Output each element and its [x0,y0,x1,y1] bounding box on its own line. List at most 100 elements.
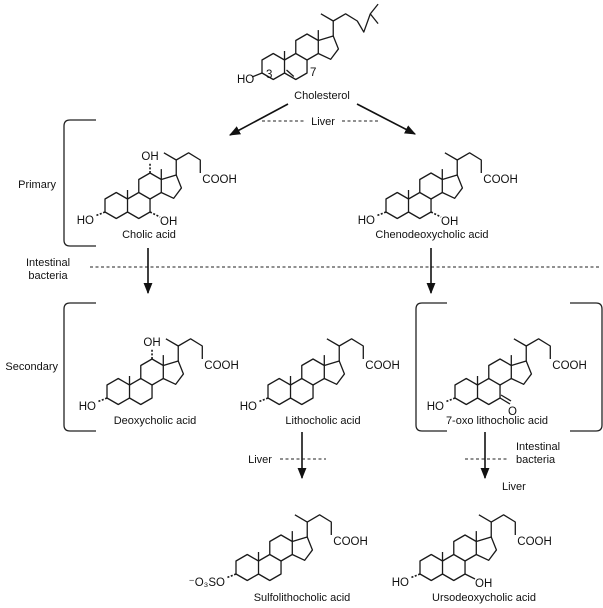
ursodeoxycholic-acid-label: Ursodeoxycholic acid [432,592,536,604]
c7-oh-bond [149,211,161,218]
ring-d [511,360,533,386]
c7-oh-bond [464,573,476,580]
c7-oxo-bond [499,397,511,405]
cooh-label: COOH [365,360,400,372]
c3-oh-bond [94,211,106,217]
oh7-label: OH [441,216,458,228]
bacteria-urso-label-2: bacteria [516,454,556,466]
ring-c [138,172,162,200]
ring-b [290,377,314,406]
ring-a [419,553,444,582]
side-chain-a [444,152,458,175]
ring-c [419,172,443,200]
side-chain-a [513,338,527,361]
7-oxo-lithocholic-acid-label: 7-oxo lithocholic acid [446,415,548,427]
side-chain-a [320,13,334,36]
ring-b [408,191,432,220]
ring-c [488,358,512,386]
ring-d [161,174,183,200]
side-chain-a [294,514,308,537]
secondary-bracket [63,302,96,432]
c3-oh-bond [409,573,421,579]
primary-bracket [63,119,96,247]
ho3-label: HO [240,401,257,413]
7-oxo-bracket [415,302,603,432]
c3-oh-bond [375,211,387,217]
side-chain-b [177,338,203,359]
ring-c [140,358,164,386]
ring-a [385,191,410,220]
ring-b [127,191,151,220]
molecule-cholesterol: HO 3 7 [237,3,379,86]
side-chain-b [338,338,364,359]
liver-urso-label: Liver [502,481,526,493]
side-chain-c [369,13,379,25]
oxo7-label: O [508,406,517,418]
ring-b [129,377,153,406]
ho3-label: HO [237,74,254,86]
side-chain-b [306,514,332,535]
molecule-cdca: COOH HO OH [358,152,518,228]
ho3-label: HO [358,215,375,227]
ho3-label: ⁻O₃SO [189,577,225,589]
ring-c [453,534,477,562]
ring-a [104,191,129,220]
c3-oh-bond [251,72,263,78]
cholic-acid-label: Cholic acid [122,229,176,241]
side-chain-a [478,514,492,537]
c3-number: 3 [266,69,272,81]
side-chain-a [165,338,179,361]
cooh-label: COOH [483,174,518,186]
ring-b [442,553,466,582]
cooh-label: COOH [204,360,239,372]
intestinal-bacteria-label-1: Intestinal [26,257,70,269]
side-chain-b [490,514,516,535]
primary-label: Primary [18,179,56,191]
liver-sulfation-label: Liver [248,454,272,466]
ho3-label: HO [392,577,409,589]
intestinal-bacteria-label-2: bacteria [28,270,68,282]
bacteria-urso-label-1: Intestinal [516,441,560,453]
c3-oh-bond [225,573,237,579]
ring-c [269,534,293,562]
ring-d [318,35,340,60]
deoxycholic-acid-label: Deoxycholic acid [114,415,197,427]
ring-d [292,536,314,561]
cooh-label: COOH [202,174,237,186]
cooh-label: COOH [517,536,552,548]
side-chain-b [456,152,482,173]
sulfolithocholic-acid-label: Sulfolithocholic acid [254,592,351,604]
secondary-label: Secondary [5,361,58,373]
liver-label: Liver [311,116,335,128]
c3-oh-bond [257,397,269,403]
ho3-label: HO [79,401,96,413]
oh7-label: OH [160,216,177,228]
cooh-label: COOH [333,536,368,548]
ho3-label: HO [77,215,94,227]
side-chain-a [163,152,177,175]
ring-d [476,536,498,561]
cholesterol-label: Cholesterol [294,90,350,102]
ring-a [267,377,292,406]
ring-a [106,377,131,406]
molecule-sulfo: COOH ⁻O₃SO [189,514,368,589]
ring-b [477,377,501,406]
c3-oh-bond [444,397,456,403]
side-chain-a [326,338,340,361]
ring-a [454,377,479,406]
c3-oh-bond [96,397,108,403]
ring-d [324,360,346,386]
c5-c6-double-bond [286,69,295,77]
ring-a [235,553,260,582]
c7-number: 7 [310,67,316,79]
ring-d [442,174,464,200]
ho3-label: HO [427,401,444,413]
ring-b [258,553,282,582]
molecule-lca: COOH HO [240,338,400,413]
side-chain-b [525,338,551,359]
